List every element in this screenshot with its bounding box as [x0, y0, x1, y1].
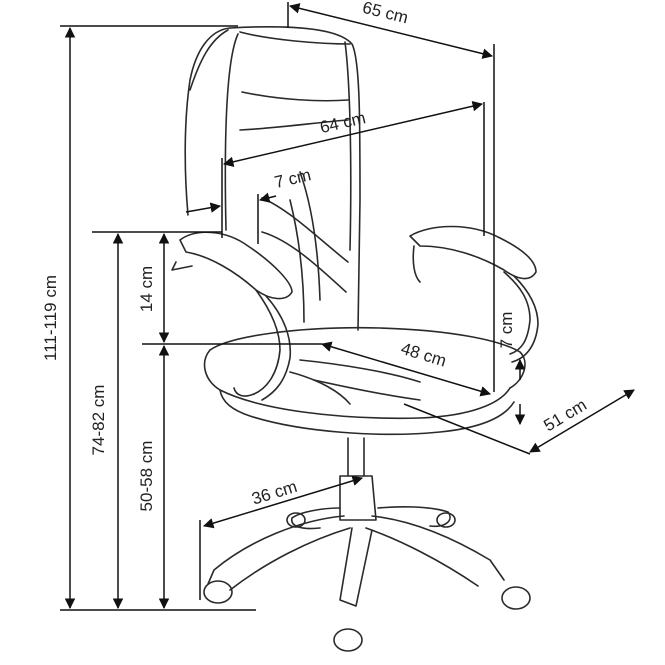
backrest: [184, 26, 361, 331]
label-seat-height: 50-58 cm: [137, 441, 156, 512]
label-armrest-above-seat: 14 cm: [137, 266, 156, 312]
label-armrest-height: 74-82 cm: [89, 385, 108, 456]
dimension-labels: 111-119 cm 74-82 cm 50-58 cm 14 cm 65 cm…: [41, 0, 590, 511]
overall-width-arrow: [288, 3, 494, 59]
label-seat-thickness: 7 cm: [497, 312, 516, 349]
label-backrest-thickness: 7 cm: [273, 165, 313, 192]
label-overall-width: 65 cm: [361, 0, 411, 27]
backrest-width-arrow: [222, 101, 484, 167]
left-armrest: [171, 231, 293, 401]
base-radius-arrow: [202, 475, 364, 529]
label-seat-width: 51 cm: [540, 395, 589, 435]
dimension-lines: [60, 2, 635, 611]
base: [203, 437, 531, 652]
label-total-height: 111-119 cm: [41, 275, 60, 361]
label-seat-depth: 48 cm: [399, 339, 449, 371]
seat-depth-arrow: [320, 341, 492, 397]
right-armrest: [409, 225, 539, 363]
seat-width-arrow: [529, 389, 635, 453]
